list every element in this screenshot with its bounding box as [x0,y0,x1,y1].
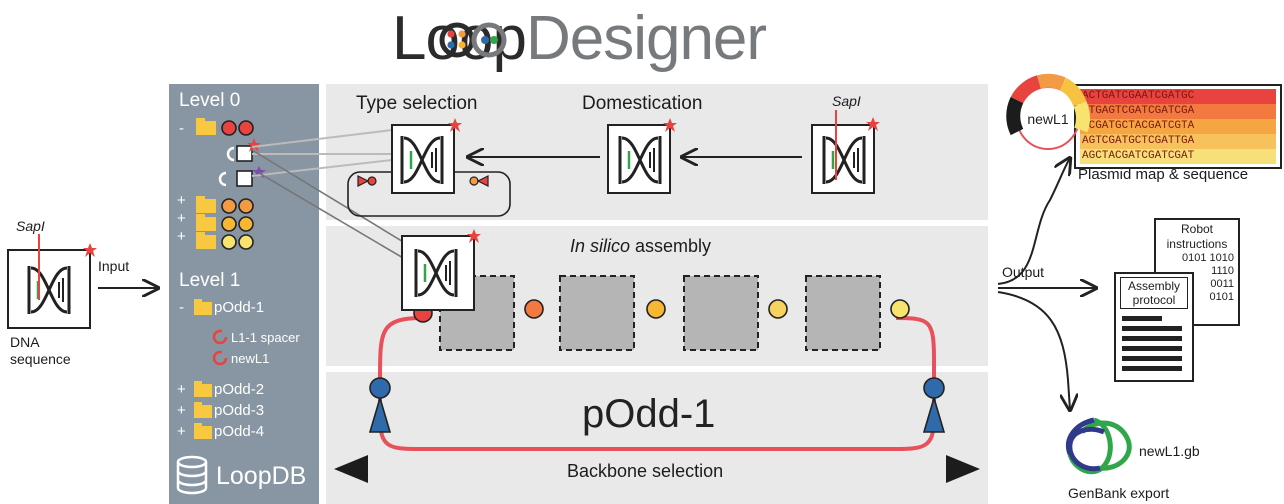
plasmid-label: newL1 [1027,111,1068,127]
tree-item-podd2[interactable]: pOdd-2 [214,381,265,398]
folder-icon [196,232,216,249]
next-backbone-button [946,455,980,483]
backbone-marker-right [922,377,946,433]
robot-bits-3: 0011 [1210,278,1234,290]
genbank-icon [1066,417,1132,475]
robot-title-2: instructions [1166,237,1228,251]
backbone-loop [378,316,936,451]
tree-item-spacer[interactable]: L1-1 spacer [231,330,300,345]
robot-bits-1: 0101 1010 [1182,252,1234,264]
loop-icon [212,329,228,345]
plasmid-map-icon: newL1 [1006,73,1090,150]
folder-icon [196,196,216,213]
folder-icon [194,402,212,418]
domesticated-part-icon [607,118,677,194]
prev-backbone-button [334,455,368,483]
tree-item-podd4[interactable]: pOdd-4 [214,423,265,440]
enzyme-label-left: SapI [16,218,45,234]
sequence-row: ACTGATCGAATCGATGC [1080,89,1276,104]
domestication-label: Domestication [582,93,703,114]
raw-part-icon [811,110,880,194]
sequence-view: ACTGATCGAATCGATGC ATGAGTCGATCGATCGA ACGA… [1074,84,1282,169]
part-square-icon [236,145,253,162]
expand-toggle[interactable]: + [177,210,186,227]
expand-toggle[interactable]: + [177,228,186,245]
folder-icon [194,381,212,397]
part-red-icon [221,120,237,136]
dna-label-2: sequence [10,351,71,367]
backbone-selection-label: Backbone selection [567,461,724,481]
collapse-toggle[interactable]: - [179,299,184,316]
part-red-icon [238,120,254,136]
part-slot [559,275,635,351]
backbone-marker-left [368,377,392,433]
sequence-row: ACGATGCTACGATCGTA [1080,119,1276,134]
c-icon [218,171,227,187]
protocol-title-box: Assembly protocol [1120,277,1188,309]
part-slot [683,275,759,351]
title-designer: Designer [525,4,767,73]
folder-icon [194,299,212,315]
output-arrow-genbank [997,291,1070,410]
title-logo-icon [439,22,507,58]
genbank-file-label[interactable]: newL1.gb [1139,443,1200,459]
sequence-row: AGTCGATGCTCGATTGA [1080,134,1276,149]
assembly-rest: assembly [630,236,712,256]
expand-toggle[interactable]: + [177,423,186,440]
loopdb-logo: LoopDB [216,462,307,490]
plasmid-caption: Plasmid map & sequence [1078,166,1249,183]
backbone-name: pOdd-1 [582,392,716,436]
level0-heading[interactable]: Level 0 [179,90,241,111]
input-label: Input [98,258,130,274]
protocol-title-1: Assembly [1127,279,1180,293]
assembly-label: In silico assembly [570,236,711,257]
enzyme-label-top: SapI [832,93,861,109]
sequence-row: AGCTACGATCGATCGAT [1080,149,1276,164]
input-dna-icon [7,234,97,329]
collapse-toggle[interactable]: - [179,120,184,137]
genbank-caption: GenBank export [1068,485,1170,501]
expand-toggle[interactable]: + [177,402,186,419]
type-selection-label: Type selection [356,93,478,114]
expand-toggle[interactable]: + [177,381,186,398]
tree-item-podd3[interactable]: pOdd-3 [214,402,265,419]
expand-toggle[interactable]: + [177,192,186,209]
assembly-protocol-doc[interactable]: Assembly protocol [1114,272,1194,382]
output-arrow-plasmid [997,158,1070,285]
assembly-italic: In silico [570,236,631,256]
c-icon [226,146,235,162]
folder-icon [196,118,216,135]
tree-item-newl1[interactable]: newL1 [231,351,270,366]
robot-bits-4: 0101 [1209,291,1234,303]
folder-icon [194,423,212,439]
folder-icon [196,214,216,231]
part-square-icon [236,170,253,187]
tree-item-podd1[interactable]: pOdd-1 [214,299,265,316]
level1-heading[interactable]: Level 1 [179,270,241,291]
type-selection-part-icon [347,118,511,217]
sequence-row: ATGAGTCGATCGATCGA [1080,104,1276,119]
robot-bits-2: 1110 [1211,265,1234,277]
loop-icon [212,350,228,366]
protocol-title-2: protocol [1132,293,1176,307]
backbone-panel [326,372,988,504]
part-slot [805,275,881,351]
database-icon [176,455,208,495]
protocol-lines [1122,316,1192,371]
robot-title-1: Robot [1180,222,1214,236]
dna-label-1: DNA [10,334,40,350]
dragged-part-icon [401,229,481,311]
